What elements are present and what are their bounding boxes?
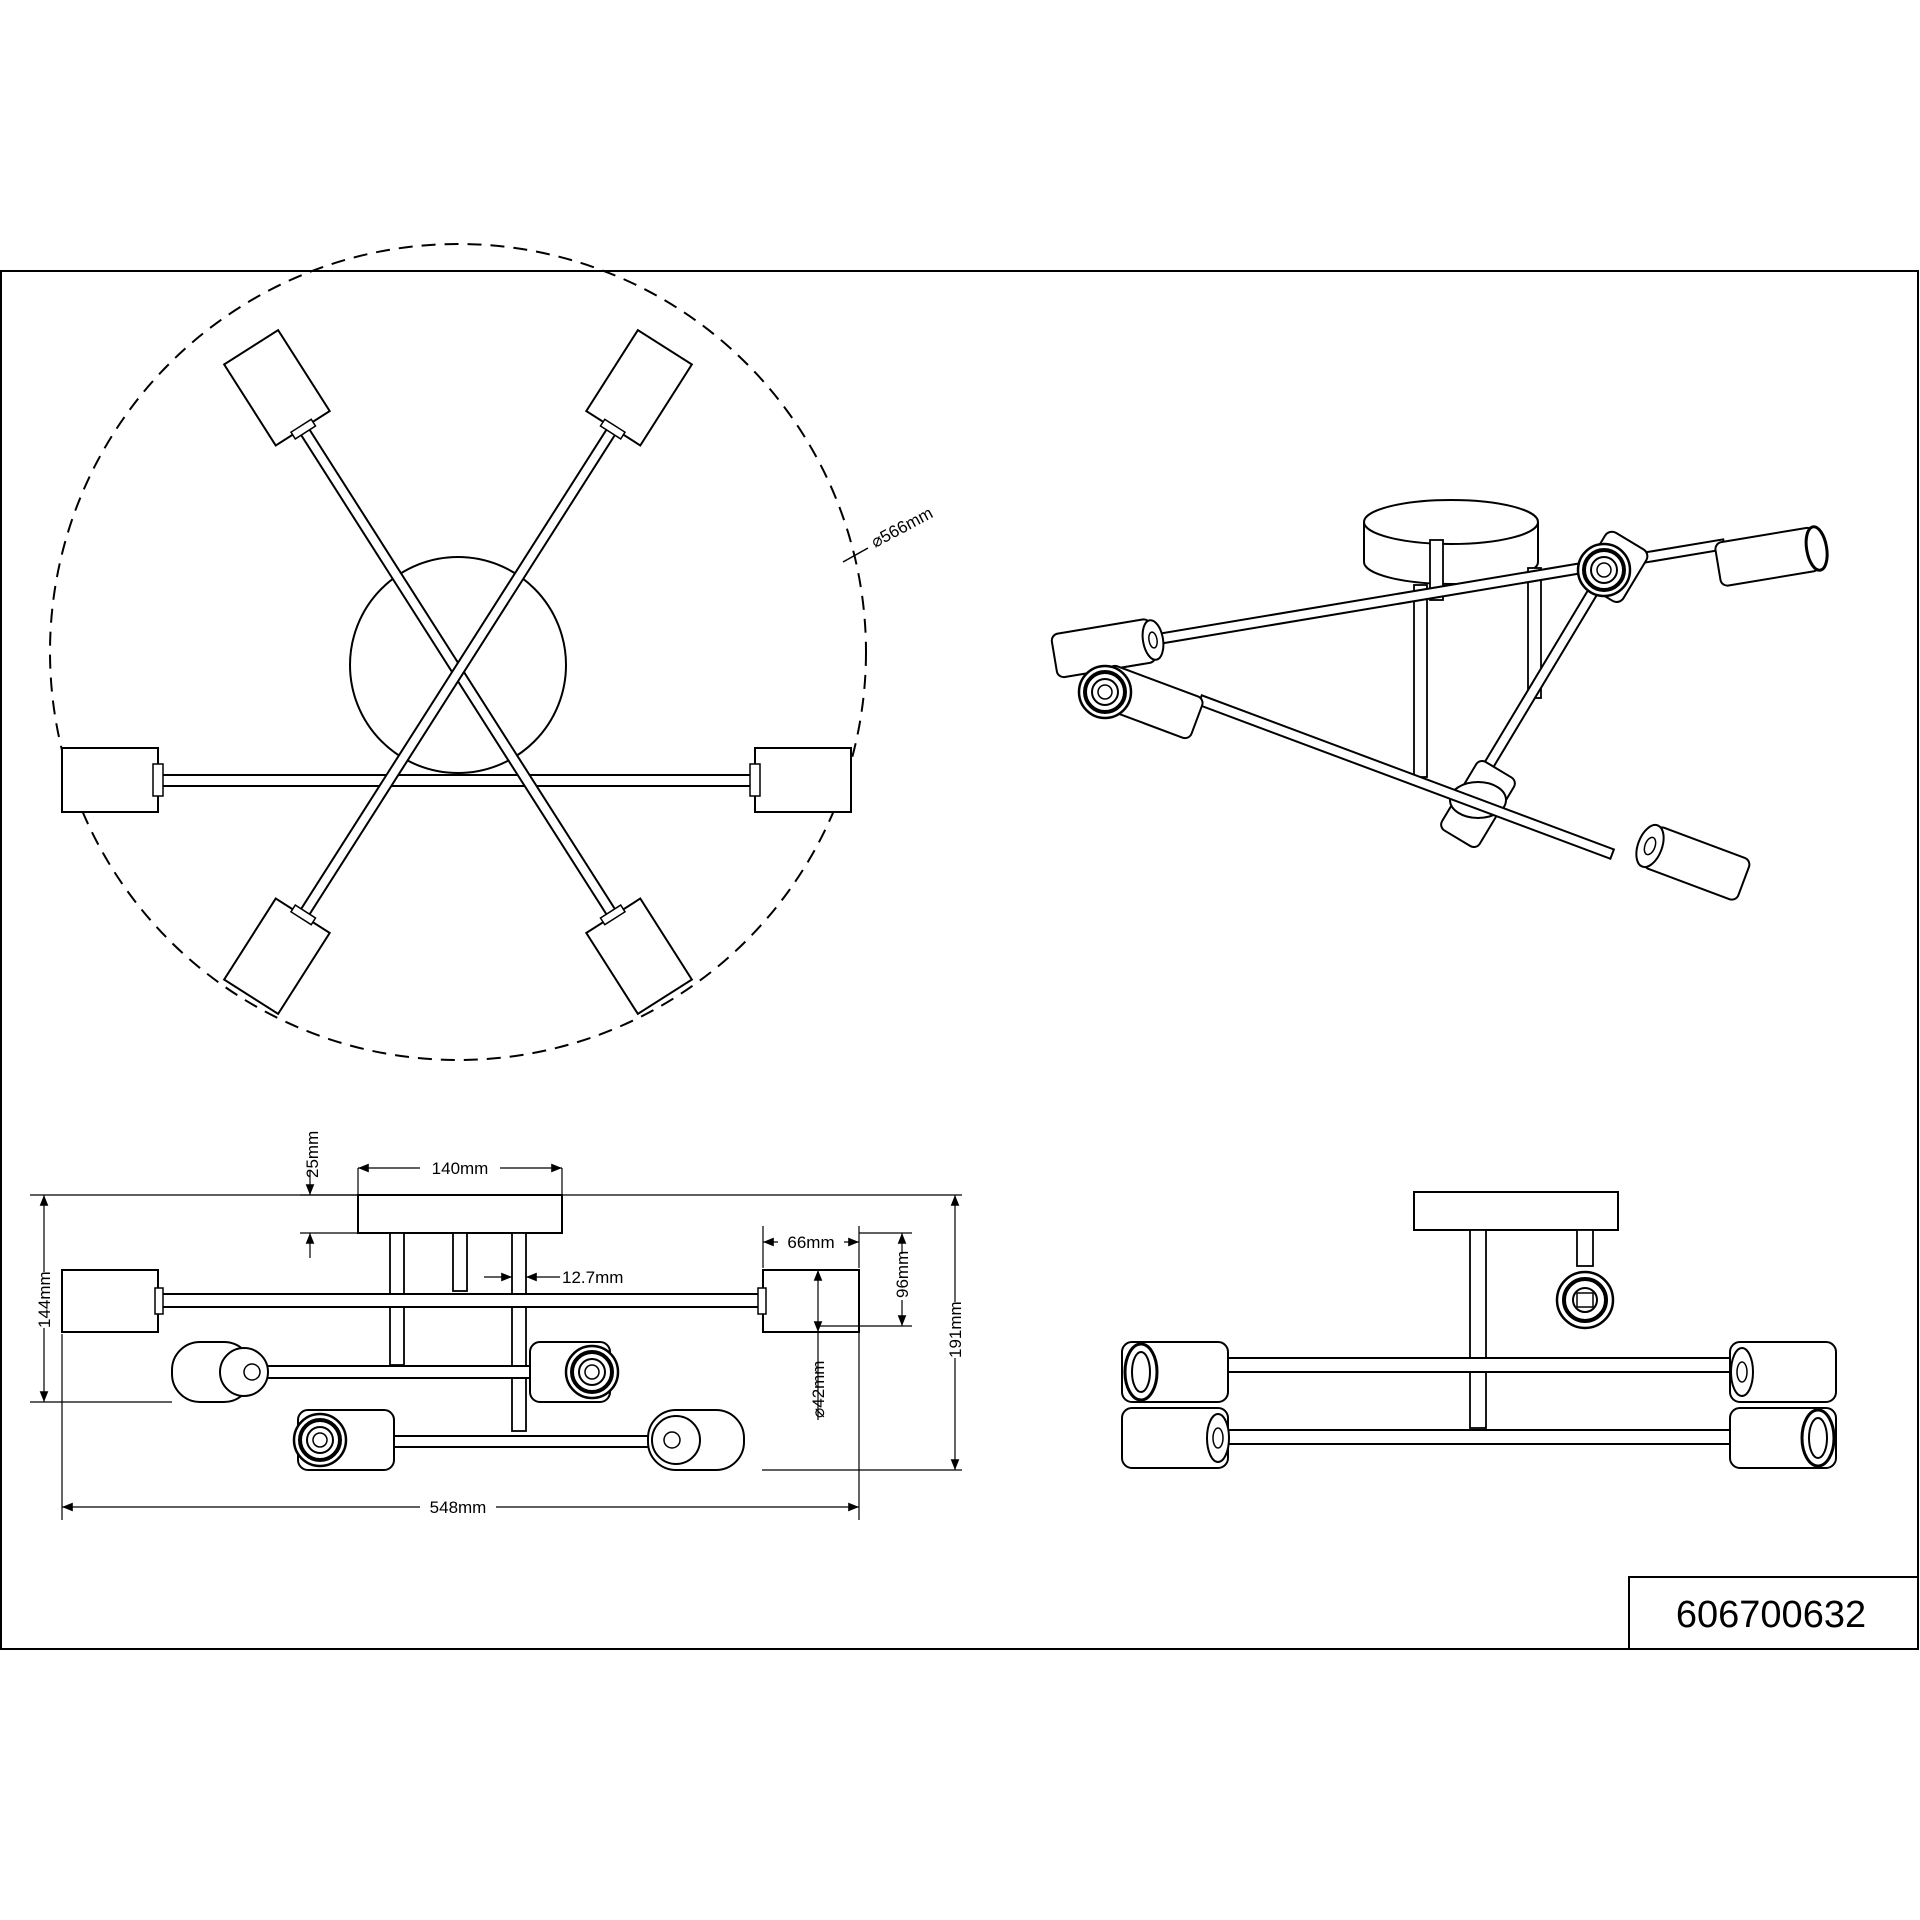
- side-socket-front: [1555, 1270, 1615, 1330]
- dim-socket-diameter: ⌀42mm: [809, 1361, 828, 1418]
- dim-arm-height: 144mm: [35, 1271, 54, 1328]
- front-canopy: [357, 1194, 563, 1234]
- dim-socket-drop: 96mm: [893, 1251, 912, 1298]
- iso-view: [1049, 499, 1829, 903]
- side-canopy: [1413, 1191, 1619, 1231]
- arm-horizontal: [61, 747, 852, 813]
- dim-canopy-height: 25mm: [303, 1131, 322, 1178]
- dim-total-height: 191mm: [946, 1301, 965, 1358]
- side-view: [1121, 1191, 1837, 1469]
- title-block: 606700632: [1628, 1576, 1919, 1650]
- top-view: ⌀566mm: [49, 243, 936, 1061]
- dim-socket-length: 66mm: [787, 1233, 834, 1252]
- dim-canopy-width: 140mm: [432, 1159, 489, 1178]
- sheet-frame: [0, 270, 1919, 1650]
- iso-arm-front: [1196, 694, 1616, 861]
- part-number: 606700632: [1676, 1594, 1866, 1636]
- dim-total-width: 548mm: [430, 1498, 487, 1517]
- diameter-label: ⌀566mm: [868, 503, 936, 551]
- arm-diagonal-2: [222, 328, 694, 1016]
- dim-rod-diameter: 12.7mm: [562, 1268, 623, 1287]
- diameter-circle: [49, 243, 867, 1061]
- front-view: 140mm 25mm 66mm 12.7mm 96mm 144mm 191mm …: [30, 1131, 965, 1520]
